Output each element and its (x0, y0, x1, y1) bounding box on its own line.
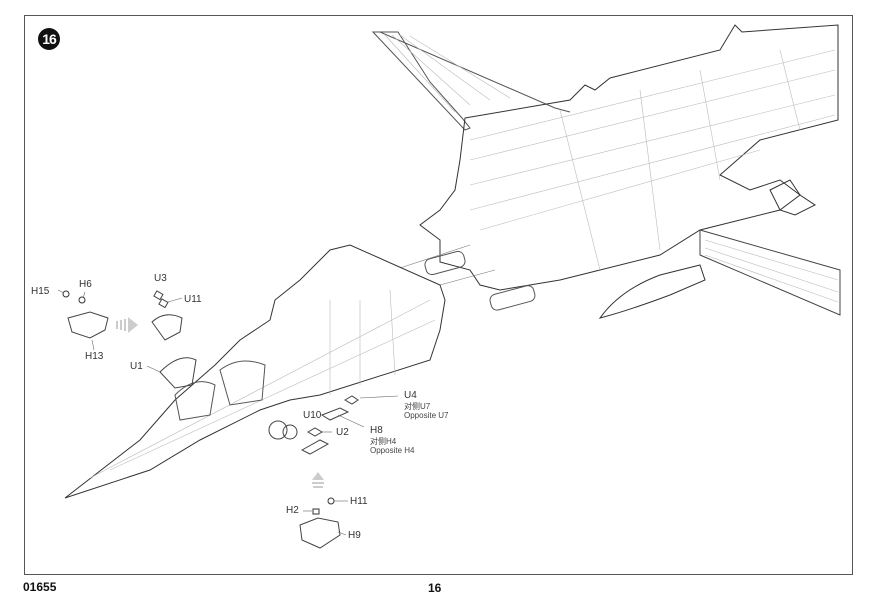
rear-fuselage (419, 24, 839, 291)
label-h2: H2 (286, 505, 299, 516)
part-u11 (151, 314, 183, 341)
kit-number: 01655 (23, 580, 57, 594)
label-u3: U3 (154, 273, 167, 284)
forward-fuselage (64, 244, 446, 499)
part-u1 (159, 357, 197, 389)
part-h13 (67, 311, 109, 339)
part-h8 (320, 407, 350, 421)
instruction-frame (24, 15, 853, 575)
label-h8: H8 (370, 425, 383, 436)
missile (598, 264, 706, 319)
label-u10: U10 (303, 410, 322, 421)
part-u4 (343, 395, 359, 405)
page-number: 16 (428, 581, 442, 595)
label-u4: U4 (404, 390, 417, 401)
label-u1: U1 (130, 361, 143, 372)
label-h8-chinese-note: 对侧H4 (370, 437, 397, 446)
part-h11 (327, 497, 335, 505)
part-u3 (153, 290, 164, 301)
label-h13: H13 (85, 351, 104, 362)
subassembly-arrow-up-icon (312, 472, 324, 488)
nose-wheel (268, 420, 288, 440)
engine-nozzles (424, 250, 536, 311)
label-h6: H6 (79, 279, 92, 290)
front-canopy-frame (174, 381, 216, 421)
rear-canopy-frame (219, 360, 266, 406)
label-h8-note: Opposite H4 (370, 446, 415, 455)
label-u4-note: Opposite U7 (404, 411, 449, 420)
part-h2 (312, 508, 320, 515)
step-number-badge: 16 (38, 28, 60, 50)
upper-wing (371, 31, 471, 131)
label-h9: H9 (348, 530, 361, 541)
lower-wing (699, 229, 841, 316)
part-h15 (62, 290, 70, 298)
label-u11: U11 (184, 294, 202, 305)
part-u10 (306, 427, 324, 437)
part-h9 (299, 517, 341, 549)
label-u2: U2 (336, 427, 349, 438)
label-h15: H15 (31, 286, 50, 297)
part-h6 (78, 296, 86, 304)
label-u4-chinese-note: 对侧U7 (404, 402, 431, 411)
label-h11: H11 (350, 496, 368, 507)
subassembly-arrow-right-icon (116, 317, 138, 333)
